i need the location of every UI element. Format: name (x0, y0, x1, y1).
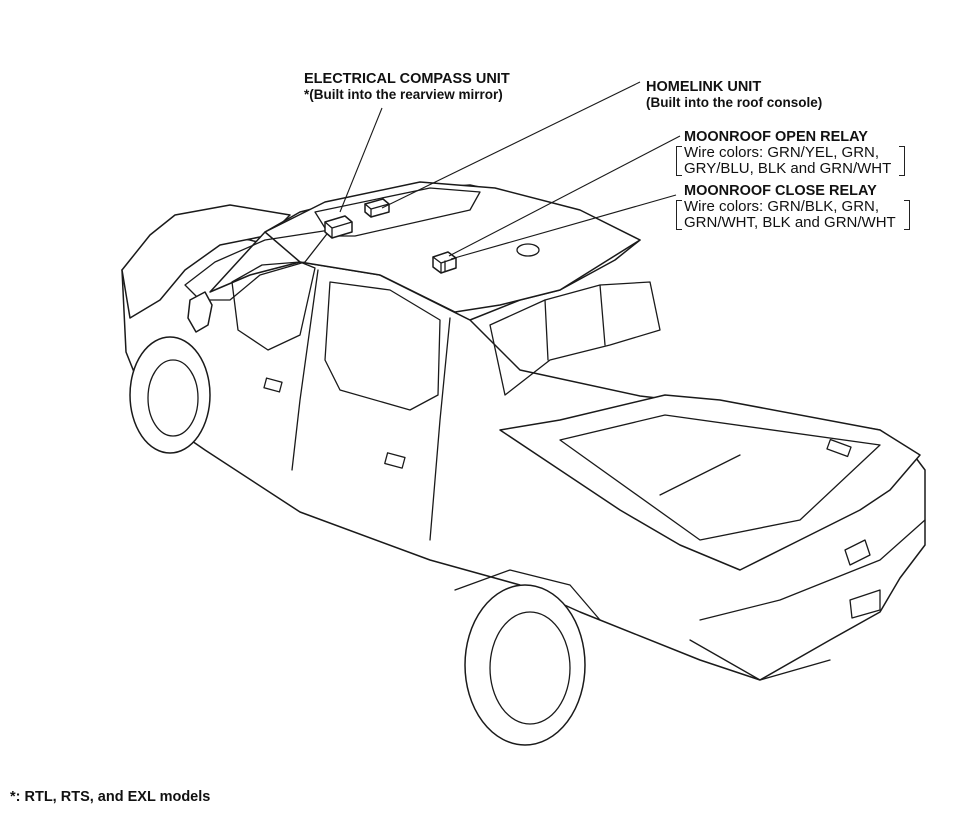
front-wheel (129, 336, 211, 454)
open-relay-wire-line-1: Wire colors: GRN/YEL, GRN, (684, 144, 880, 162)
rear-wheel (464, 584, 586, 746)
front-door-window (231, 261, 316, 351)
compass-title: ELECTRICAL COMPASS UNIT (304, 71, 510, 87)
open-relay-title: MOONROOF OPEN RELAY (684, 129, 868, 145)
compass-subtitle: *(Built into the rearview mirror) (304, 86, 503, 102)
leader-compass (339, 107, 383, 213)
tailgate (699, 519, 926, 621)
close-relay-wire-line-2: GRN/WHT, BLK and GRN/WHT (684, 213, 896, 231)
close-relay-title: MOONROOF CLOSE RELAY (684, 183, 877, 199)
open-relay-wires: Wire colors: GRN/YEL, GRN, GRY/BLU, BLK … (676, 144, 906, 177)
leader-close-relay (450, 194, 677, 260)
homelink-subtitle: (Built into the roof console) (646, 94, 823, 110)
truck-roof (264, 181, 641, 313)
rear-door-window (324, 281, 441, 411)
open-relay-label: MOONROOF OPEN RELAY Wire colors: GRN/YEL… (676, 129, 906, 177)
open-relay-wire-line-2: GRY/BLU, BLK and GRN/WHT (684, 159, 892, 177)
homelink-title: HOMELINK UNIT (646, 79, 762, 95)
rear-window (489, 281, 661, 396)
close-relay-label: MOONROOF CLOSE RELAY Wire colors: GRN/BL… (676, 183, 910, 231)
homelink-label: HOMELINK UNIT (Built into the roof conso… (646, 79, 823, 111)
leader-homelink (381, 81, 641, 209)
leader-open-relay (448, 135, 681, 257)
side-mirror (187, 291, 213, 333)
footnote: *: RTL, RTS, and EXL models (10, 789, 211, 805)
close-relay-wires: Wire colors: GRN/BLK, GRN, GRN/WHT, BLK … (676, 199, 910, 231)
truck-bed (499, 394, 921, 571)
close-relay-wire-line-1: Wire colors: GRN/BLK, GRN, (684, 198, 880, 216)
compass-label: ELECTRICAL COMPASS UNIT *(Built into the… (304, 71, 510, 103)
